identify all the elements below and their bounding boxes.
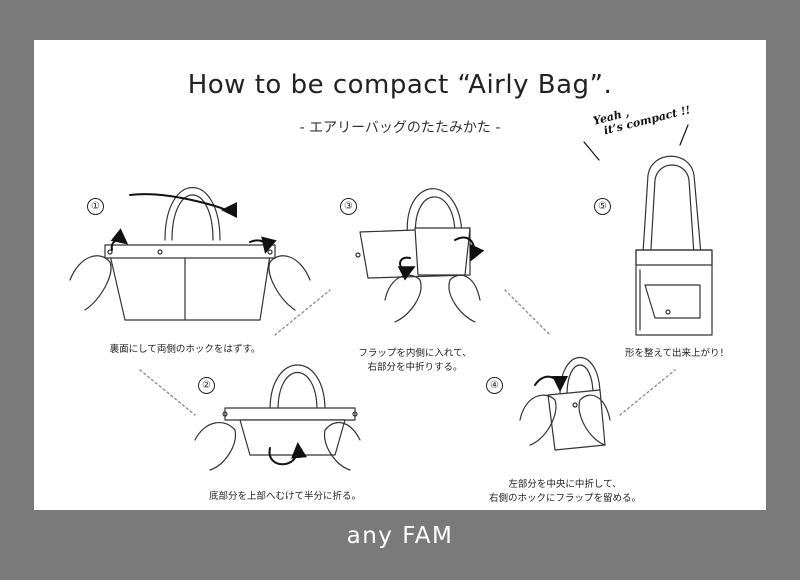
step-number-5: ⑤ [594,198,611,215]
step4-bag-illustration [519,356,611,451]
step3-bag-illustration [355,188,485,323]
step-number-2: ② [198,377,215,394]
step5-bag-illustration [635,155,713,336]
step1-caption: 裏面にして両側のホックをはずす。 [109,344,261,355]
step-number-4: ④ [486,377,503,394]
step-number-1: ① [87,198,104,215]
step1-bag-illustration [69,186,311,321]
brand-logo: any FAM [346,523,454,549]
page-subtitle: - エアリーバッグのたたみかた - [299,120,501,136]
dotted-connector [139,289,676,416]
step5-caption: 形を整えて出来上がり！ [624,348,730,359]
page-title: How to be compact “Airly Bag”. [187,70,613,100]
step-number-3: ③ [340,198,357,215]
step4-caption: 左部分を中央に中折して、 右側のホックにフラップを留める。 [488,479,641,504]
step2-caption: 底部分を上部へむけて半分に折る。 [208,491,361,502]
step3-caption: フラップを内側に入れて、 右部分を中折りする。 [358,348,472,373]
step2-bag-illustration [194,364,361,471]
